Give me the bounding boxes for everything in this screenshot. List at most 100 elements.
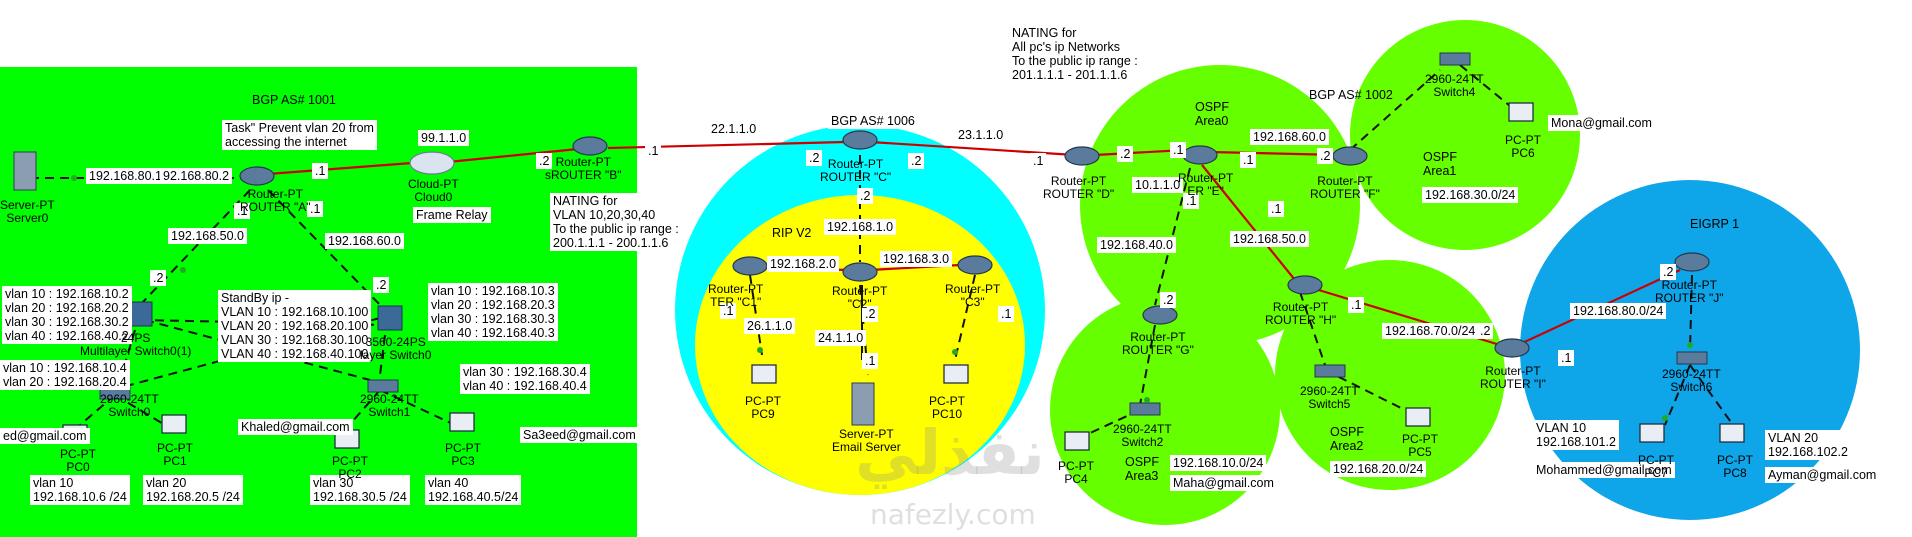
interface-dot-label: .1	[312, 163, 329, 179]
serial-link	[869, 140, 1076, 157]
pc3-vlan-line: vlan 40	[428, 476, 469, 490]
email-label-khaled: Khaled@gmail.com	[238, 419, 353, 435]
ethernet-link	[144, 319, 371, 381]
device-type: Router-PT	[247, 187, 303, 201]
network-label-60: 192.168.60.0	[325, 233, 404, 249]
vlan-left-line: vlan 40 : 192.168.40.2	[5, 329, 129, 343]
router-icon	[572, 136, 608, 156]
switch-icon	[1676, 351, 1708, 365]
device-type: 2960-24TT	[1300, 384, 1359, 398]
device-name: "C3"	[960, 295, 985, 309]
device-type: Router-PT	[708, 282, 764, 296]
interface-dot-label: .2	[1117, 146, 1134, 162]
eigrp-label: EIGRP 1	[1690, 217, 1740, 231]
email-label-mohammed: Mohammed@gmail.com	[1533, 462, 1675, 478]
network-label-192-1: 192.168.1.0	[824, 219, 897, 235]
device-type: 2960-24TT	[360, 392, 419, 406]
device-type: Router-PT	[1485, 364, 1541, 378]
device-name: Switch6	[1670, 380, 1713, 394]
interface-dot-label: .1	[1268, 201, 1285, 217]
ethernet-link	[1689, 274, 1693, 351]
vlan20-j-line: VLAN 20	[1768, 431, 1819, 445]
device-type: Router-PT	[1272, 300, 1329, 314]
device-name: Multilayer Switch0(1)	[80, 344, 192, 358]
device-type: 24PS	[121, 331, 151, 345]
device-name: Switch0	[108, 405, 151, 419]
vlan-right-line: vlan 20 : 192.168.20.3	[431, 298, 555, 312]
email-label-pc0: ed@gmail.com	[0, 428, 90, 444]
network-label-22: 22.1.1.0	[708, 121, 760, 137]
link-status-dot	[180, 267, 186, 273]
device-name: Switch5	[1308, 397, 1351, 411]
ethernet-link	[1139, 324, 1156, 406]
router-icon	[1332, 146, 1368, 166]
ethernet-link	[379, 389, 456, 426]
nat-d-line: All pc's ip Networks	[1012, 40, 1120, 54]
network-label-192-3: 192.168.3.0	[880, 251, 953, 267]
nat-d-line: NATING for	[1012, 26, 1077, 40]
device-type: PC-PT	[60, 447, 96, 461]
pc-icon	[751, 364, 777, 384]
server-icon	[851, 382, 875, 426]
ethernet-link	[139, 189, 251, 306]
device-type: Router-PT	[827, 157, 884, 171]
device-name: PC6	[1511, 146, 1535, 160]
device-name: PC4	[1064, 472, 1088, 486]
serial-link	[1201, 164, 1296, 281]
device-type: Router-PT	[1050, 174, 1107, 188]
frame-relay-label: Frame Relay	[413, 207, 491, 223]
task-note: Task" Prevent vlan 20 from accessing the…	[222, 120, 377, 150]
ospf-area3-line: OSPF	[1125, 455, 1160, 469]
pc-icon	[1508, 102, 1534, 122]
pc2-vlan-note: vlan 30 192.168.30.5 /24	[310, 475, 410, 505]
ospf-area1-line: Area1	[1423, 164, 1457, 178]
device-type: PC-PT	[745, 394, 781, 408]
nat-d-line: 201.1.1.1 - 201.1.1.6	[1012, 68, 1128, 82]
pc-icon	[161, 414, 187, 434]
ethernet-link	[1689, 364, 1734, 426]
interface-dot-label: .1	[998, 306, 1015, 322]
device-type: PC-PT	[929, 394, 965, 408]
device-name: ROUTER "D"	[1043, 187, 1115, 201]
vlan10-j-line: VLAN 10	[1536, 421, 1587, 435]
switch-icon	[1314, 364, 1346, 378]
network-label-23: 23.1.1.0	[955, 127, 1007, 143]
link-status-dot	[1662, 415, 1668, 421]
device-name: Switch1	[368, 405, 411, 419]
ethernet-link	[379, 334, 386, 376]
ethernet-link	[1299, 291, 1326, 366]
ospf-area3-line: Area3	[1125, 469, 1159, 483]
network-label-40: 192.168.40.0	[1097, 237, 1176, 253]
device-type: PC-PT	[1505, 133, 1541, 147]
vlan-left-note: vlan 10 : 192.168.10.2 vlan 20 : 192.168…	[2, 286, 132, 344]
device-name: ROUTER "J"	[1655, 291, 1724, 305]
device-type: Server-PT	[0, 198, 55, 212]
rip-v2-label: RIP V2	[772, 226, 812, 240]
task-note-line: accessing the internet	[225, 135, 347, 149]
pc-icon	[1639, 423, 1665, 443]
device-type: PC-PT	[1717, 453, 1753, 467]
ethernet-link	[129, 317, 381, 386]
ospf-area2-label: OSPF Area2	[1330, 425, 1364, 453]
pc-icons	[62, 102, 1745, 451]
standby-line: VLAN 10 : 192.168.10.100	[221, 305, 369, 319]
vlan-left-line: vlan 10 : 192.168.10.2	[5, 287, 129, 301]
standby-line: VLAN 20 : 192.168.20.100	[221, 319, 369, 333]
device-type: PC-PT	[157, 441, 193, 455]
device-name: PC9	[751, 407, 775, 421]
ethernet-link	[1074, 409, 1141, 441]
pc1-vlan-line: vlan 20	[146, 476, 187, 490]
vlan-switch0-line: vlan 20 : 192.168.20.4	[3, 375, 127, 389]
pc-icon	[943, 364, 969, 384]
interface-dot-label: .1	[1240, 152, 1257, 168]
network-label-60b: 192.168.60.0	[1250, 129, 1329, 145]
